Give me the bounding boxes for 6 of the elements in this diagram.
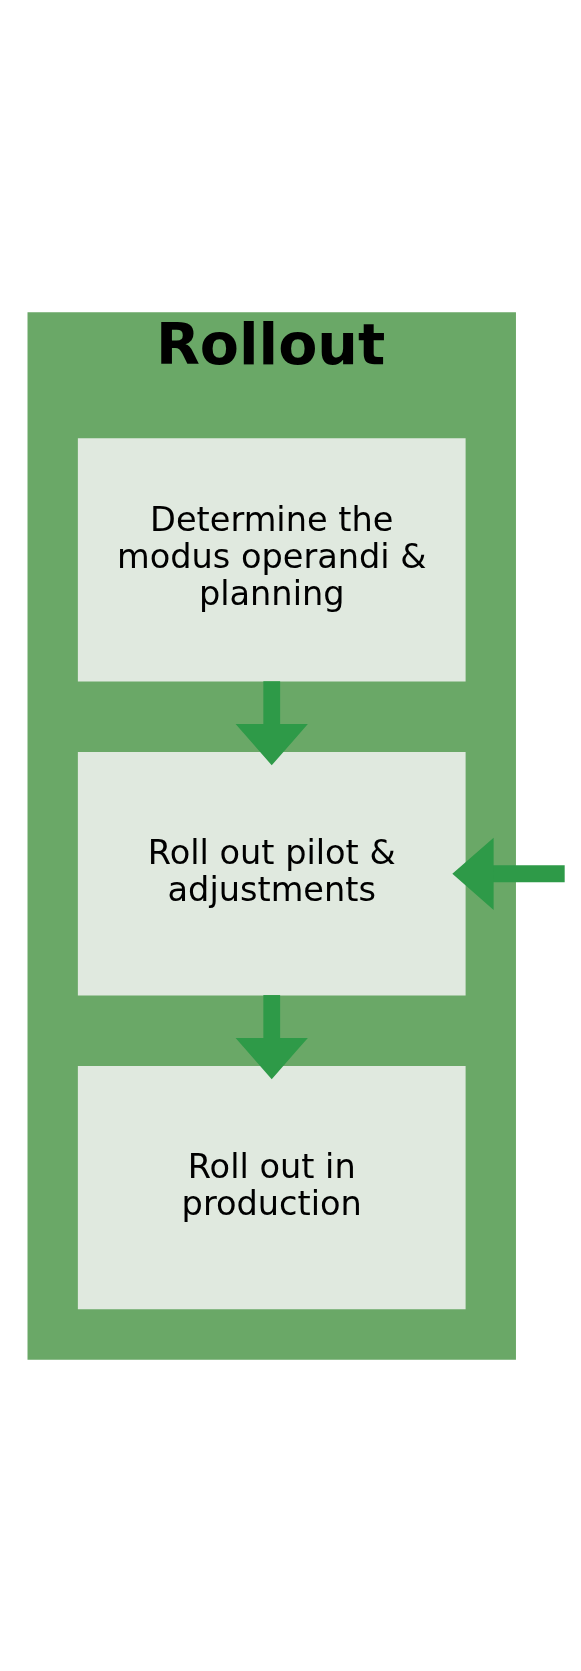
- node-box: Roll out pilot & adjustments: [77, 751, 466, 995]
- arrow: [235, 680, 308, 765]
- arrow: [235, 994, 308, 1079]
- node-box: Roll out in production: [77, 1065, 466, 1309]
- arrow: [452, 837, 565, 910]
- node-box: Determine the modus operandi & planning: [77, 437, 466, 682]
